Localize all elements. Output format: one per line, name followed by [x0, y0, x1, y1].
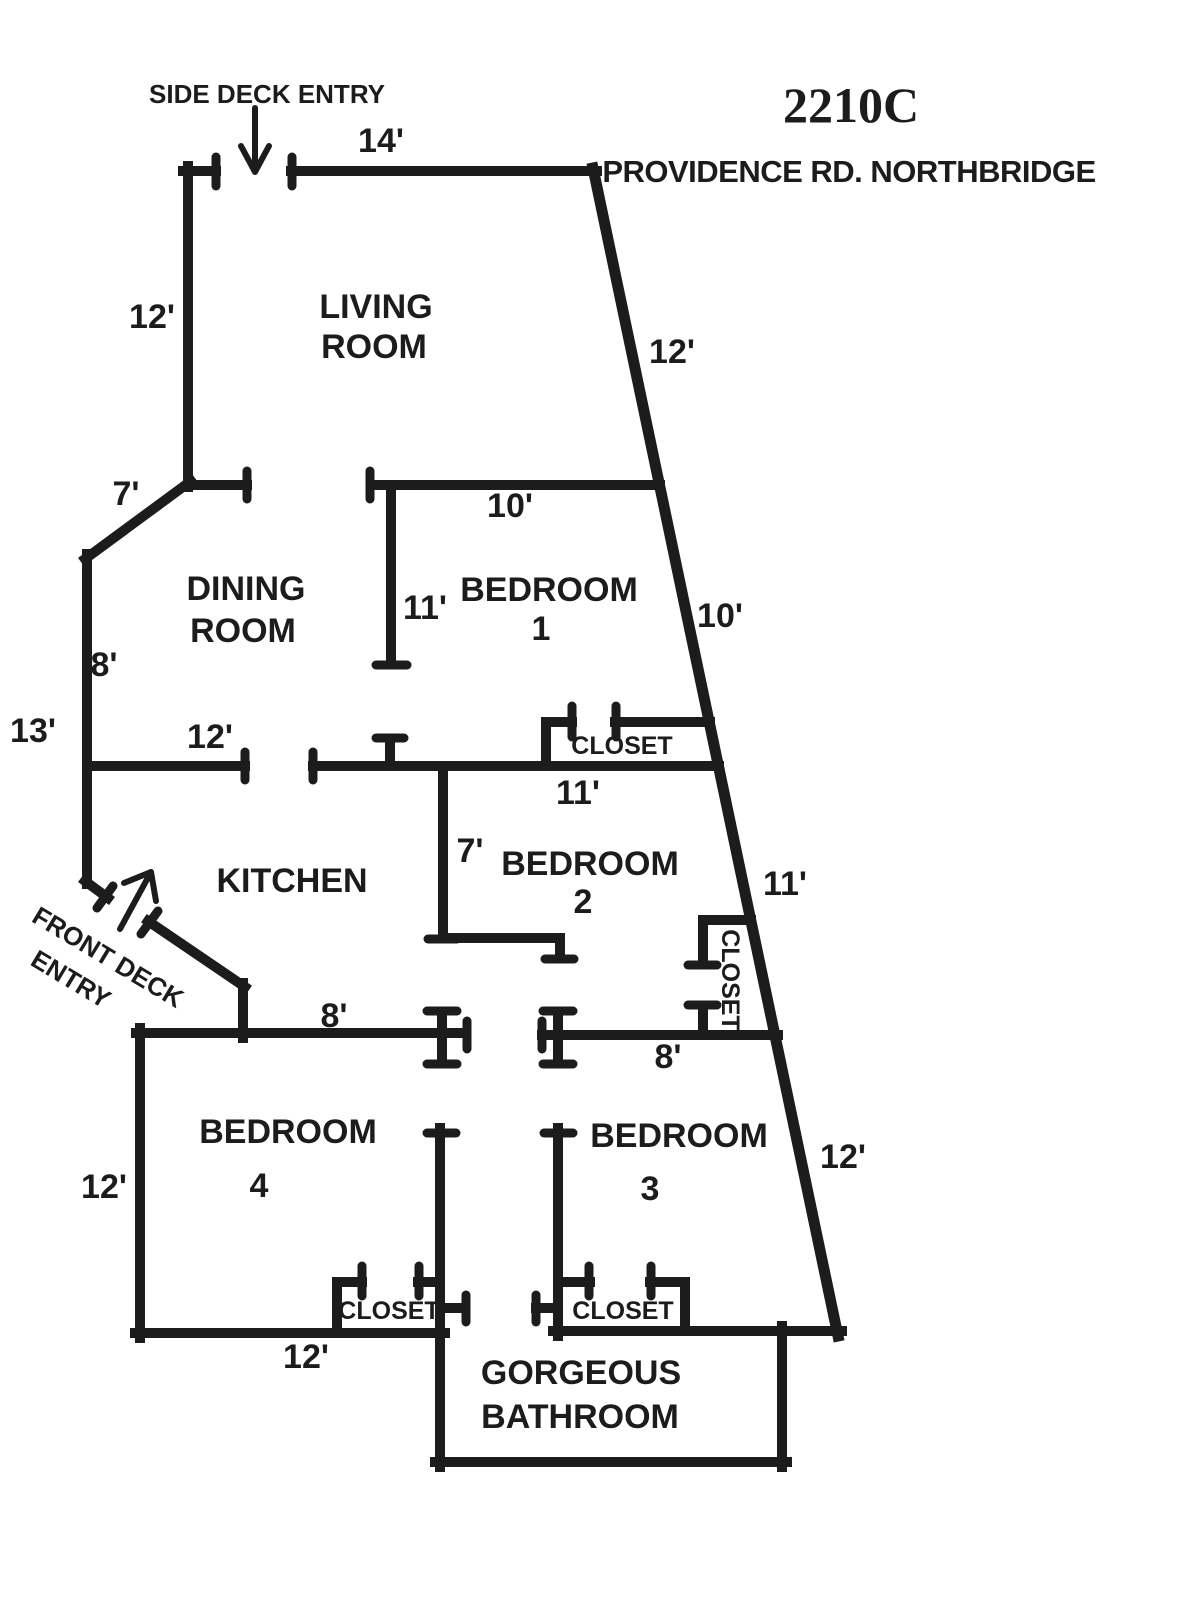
dim-bedroom1-left: 11' — [403, 589, 447, 627]
bathroom-label-line2: BATHROOM — [481, 1398, 679, 1436]
dim-bedroom4-left: 12' — [81, 1168, 127, 1206]
bedroom1-number: 1 — [532, 610, 551, 648]
dim-bedroom2-top: 11' — [556, 774, 600, 812]
door-opening-ticks — [92, 152, 722, 1327]
dim-hall-left: 8' — [321, 997, 348, 1035]
bedroom4-label: BEDROOM — [199, 1113, 377, 1151]
dim-kitchen-top: 12' — [187, 718, 233, 756]
dim-left-overall: 13' — [10, 712, 56, 750]
living-room-label-line1: LIVING — [319, 288, 432, 326]
side-deck-entry-label: SIDE DECK ENTRY — [149, 79, 385, 109]
bedroom2-closet-label: CLOSET — [716, 929, 744, 1030]
dim-living-left: 12' — [129, 298, 175, 336]
dim-living-right-slant: 12' — [649, 333, 695, 371]
front-deck-entry-arrow — [117, 869, 159, 932]
dim-dining-diagonal: 7' — [113, 475, 140, 513]
dim-bedroom2-right-slant: 11' — [763, 865, 807, 903]
bedroom1-closet-label: CLOSET — [571, 732, 672, 760]
dim-bedroom1-right-slant: 10' — [697, 597, 743, 635]
bedroom3-label: BEDROOM — [590, 1117, 768, 1155]
dining-room-label-line2: ROOM — [190, 612, 296, 650]
slanted-right-wall — [586, 161, 845, 1343]
dim-bedroom3-right-slant: 12' — [820, 1138, 866, 1176]
living-room-label-line2: ROOM — [321, 328, 427, 366]
interior-walls — [82, 480, 756, 1338]
bedroom3-closet-label: CLOSET — [572, 1297, 673, 1325]
dim-dining-left: 8' — [91, 646, 118, 684]
bedroom2-number: 2 — [574, 883, 593, 921]
unit-number: 2210C — [783, 77, 919, 133]
bedroom2-label: BEDROOM — [501, 845, 679, 883]
bedroom4-closet-label: CLOSET — [338, 1297, 439, 1325]
bathroom-label-line1: GORGEOUS — [481, 1354, 681, 1392]
bedroom1-label: BEDROOM — [460, 571, 638, 609]
exterior-walls — [78, 161, 847, 1472]
dim-hall-right: 8' — [655, 1038, 682, 1076]
bedroom3-number: 3 — [641, 1170, 660, 1208]
dim-bedroom2-left: 7' — [457, 832, 484, 870]
dim-bedroom4-bottom: 12' — [283, 1338, 329, 1376]
dim-bedroom1-top: 10' — [487, 487, 533, 525]
street-address: PROVIDENCE RD. NORTHBRIDGE — [602, 154, 1095, 189]
dining-room-label-line1: DINING — [187, 570, 306, 608]
bedroom4-number: 4 — [250, 1167, 269, 1205]
kitchen-label: KITCHEN — [216, 862, 367, 900]
side-deck-entry-arrow — [238, 105, 272, 175]
dim-living-top: 14' — [358, 122, 404, 160]
